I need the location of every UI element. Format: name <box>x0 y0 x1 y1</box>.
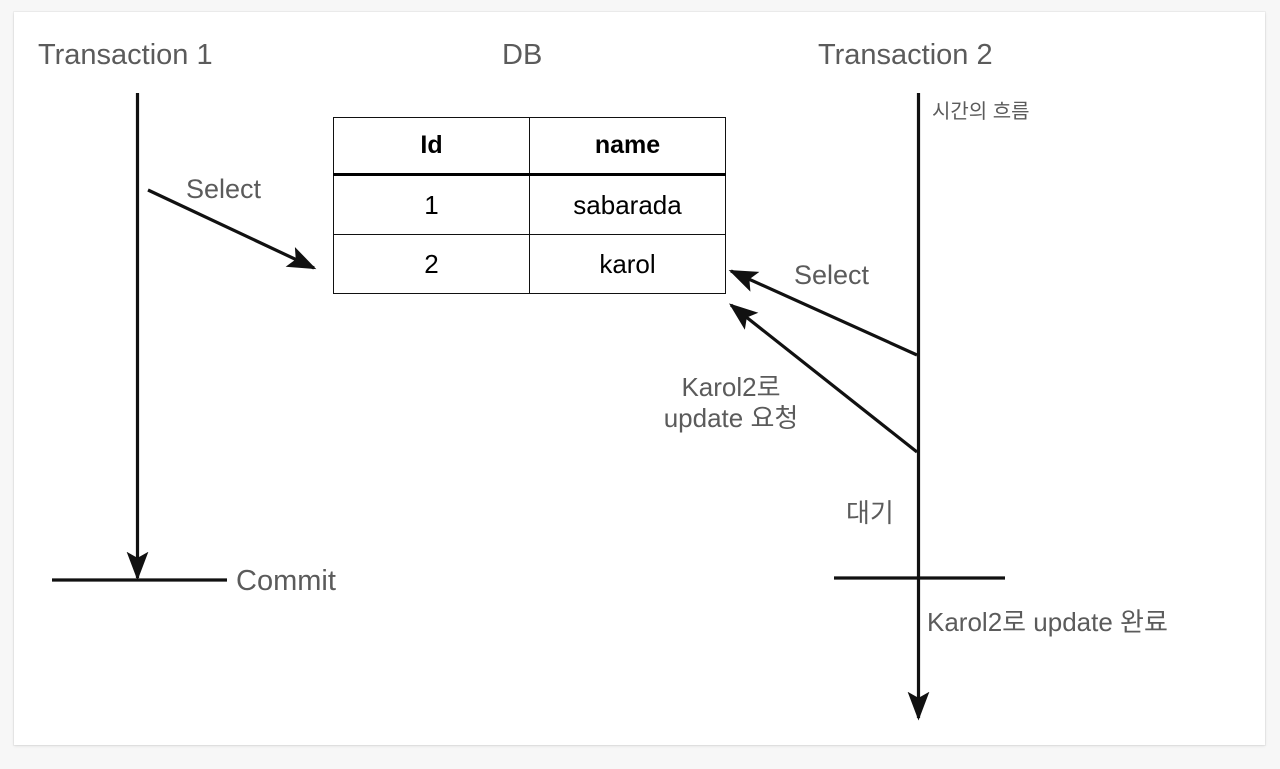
table-cell-id: 2 <box>333 234 530 294</box>
message-label-select-tx1: Select <box>186 174 262 204</box>
message-arrow-select-tx2 <box>728 269 918 357</box>
table-header-row: Id name <box>333 117 726 176</box>
lane-title-transaction-2: Transaction 2 <box>818 39 993 71</box>
message-arrow-select-tx1 <box>147 188 317 270</box>
table-cell-id: 1 <box>333 174 530 235</box>
label-commit: Commit <box>236 565 336 597</box>
message-label-update-request: Karol2로 update 요청 <box>638 372 824 433</box>
message-label-update-request-line1: Karol2로 <box>681 372 781 402</box>
table-header-name: name <box>529 117 726 176</box>
lane-title-db: DB <box>502 39 543 71</box>
table-row: 2 karol <box>333 234 726 294</box>
annotation-time-flow: 시간의 흐름 <box>932 101 1030 123</box>
annotation-update-complete: Karol2로 update 완료 <box>927 607 1168 637</box>
message-label-update-request-line2: update 요청 <box>663 402 799 433</box>
table-row: 1 sabarada <box>333 174 726 235</box>
message-label-select-tx2: Select <box>794 260 870 290</box>
annotation-waiting: 대기 <box>846 498 894 528</box>
message-arrow-update-request-tx2 <box>728 303 918 454</box>
table-cell-name: sabarada <box>529 174 726 235</box>
table-cell-name: karol <box>529 234 726 294</box>
db-table: Id name 1 sabarada 2 karol <box>333 117 726 294</box>
table-header-id: Id <box>333 117 530 176</box>
lane-title-transaction-1: Transaction 1 <box>38 39 213 71</box>
